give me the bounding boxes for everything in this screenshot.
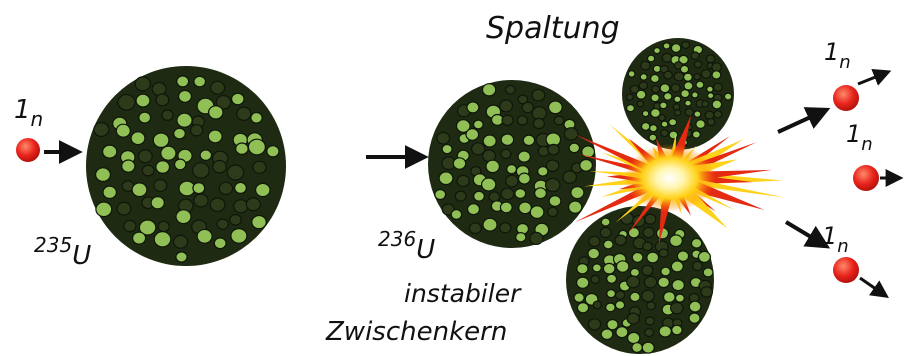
outgoing-arrow-bottom	[786, 222, 826, 246]
unstable-label-line1: instabiler	[404, 279, 522, 308]
unstable-nucleus-main	[428, 80, 596, 248]
fission-fragment-top	[622, 38, 734, 150]
outgoing-neutron-top: 1n	[824, 38, 888, 111]
u235-label: 235U	[34, 233, 91, 271]
svg-text:1n: 1n	[824, 38, 851, 73]
svg-text:1n: 1n	[846, 120, 873, 155]
incoming-neutron-label: 1n	[14, 95, 43, 131]
fission-label: Spaltung	[486, 11, 620, 46]
uranium-235-nucleus	[86, 66, 286, 266]
outgoing-neutron-bottom: 1n	[822, 222, 886, 296]
fission-fragment-bottom	[566, 206, 714, 354]
unstable-label-line2: Zwischenkern	[325, 317, 507, 347]
svg-text:1n: 1n	[822, 222, 849, 257]
u236-label: 236U	[378, 227, 435, 265]
incoming-neutron	[16, 138, 40, 162]
outgoing-arrow-top	[778, 110, 826, 132]
outgoing-neutron-middle: 1n	[846, 120, 900, 191]
